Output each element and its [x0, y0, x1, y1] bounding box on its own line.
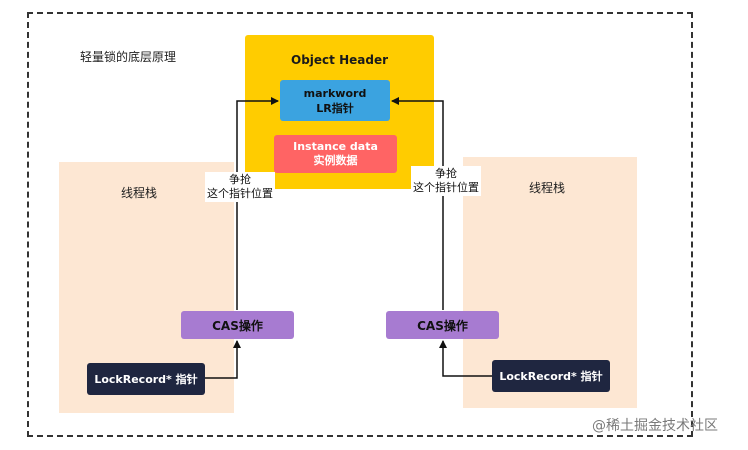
left-lockrecord-box: LockRecord* 指针	[87, 363, 205, 395]
instance-data-box: Instance data 实例数据	[274, 135, 397, 173]
instance-data-cn-label: 实例数据	[313, 154, 358, 167]
watermark: @稀土掘金技术社区	[592, 418, 718, 434]
object-header-label: Object Header	[291, 53, 388, 67]
left-stack-label: 线程栈	[121, 186, 158, 200]
right-lock-to-cas-arrow	[439, 340, 492, 377]
diagram-frame	[27, 12, 693, 437]
diagram-title: 轻量锁的底层原理	[80, 50, 177, 64]
right-stack-label: 线程栈	[529, 181, 566, 195]
instance-data-label: Instance data	[293, 140, 378, 153]
right-contend-note: 争抢 这个指针位置	[411, 166, 481, 196]
left-cas-to-markword-arrow	[236, 97, 279, 310]
left-cas-box: CAS操作	[181, 311, 294, 339]
markword-box: markword LR指针	[280, 80, 390, 121]
right-cas-box: CAS操作	[386, 311, 499, 339]
markword-label: markword	[303, 86, 367, 100]
right-lockrecord-box: LockRecord* 指针	[492, 360, 610, 392]
left-contend-line1: 争抢	[229, 173, 251, 186]
right-contend-line1: 争抢	[435, 167, 457, 180]
right-contend-line2: 这个指针位置	[413, 181, 479, 194]
left-lock-to-cas-arrow	[205, 340, 241, 379]
left-contend-note: 争抢 这个指针位置	[205, 172, 275, 202]
right-cas-to-markword-arrow	[391, 97, 444, 310]
lr-pointer-label: LR指针	[316, 101, 354, 115]
left-contend-line2: 这个指针位置	[207, 187, 273, 200]
